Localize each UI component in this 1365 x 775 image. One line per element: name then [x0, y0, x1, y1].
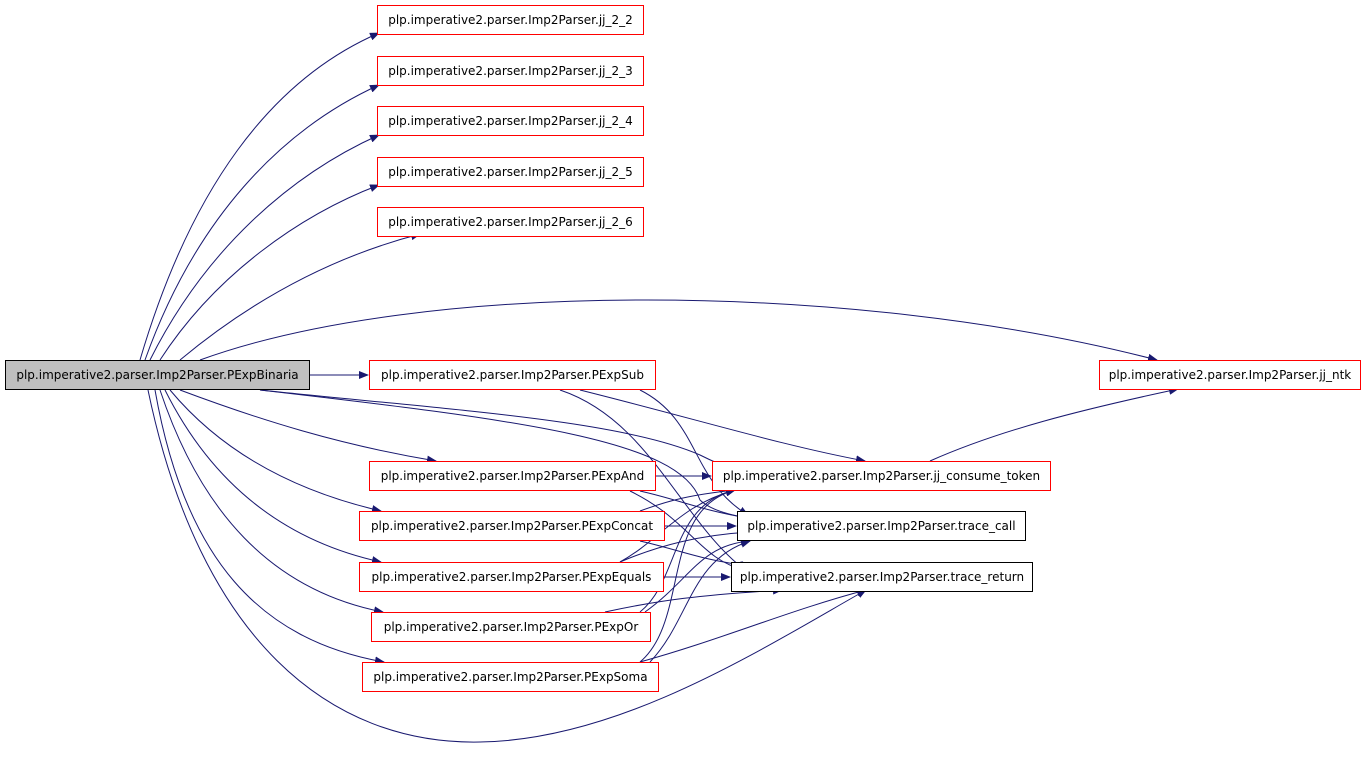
edge-root-or	[159, 389, 384, 615]
edge-root-treturn	[147, 389, 867, 743]
edge-root-soma	[154, 389, 385, 665]
edge-root-jj23	[144, 84, 380, 361]
edge-equals-tcall	[619, 528, 751, 563]
edge-root-jj26	[179, 232, 421, 361]
edge-root-and	[179, 389, 437, 464]
node-jj-2-2[interactable]: plp.imperative2.parser.Imp2Parser.jj_2_2	[377, 5, 644, 35]
edge-root-jj25	[159, 184, 380, 361]
edge-and-treturn	[629, 490, 746, 572]
edge-root-concat	[169, 389, 382, 513]
edge-or-tcall	[644, 537, 751, 613]
node-pexpconcat[interactable]: plp.imperative2.parser.Imp2Parser.PExpCo…	[359, 511, 665, 541]
node-jj-2-5[interactable]: plp.imperative2.parser.Imp2Parser.jj_2_5	[377, 157, 644, 187]
node-jj-2-3[interactable]: plp.imperative2.parser.Imp2Parser.jj_2_3	[377, 56, 644, 86]
edge-and-tcall	[639, 490, 749, 521]
node-trace-call[interactable]: plp.imperative2.parser.Imp2Parser.trace_…	[737, 511, 1026, 541]
edge-soma-treturn	[639, 588, 867, 663]
edge-root-jj22	[139, 32, 380, 361]
node-pexpsub[interactable]: plp.imperative2.parser.Imp2Parser.PExpSu…	[369, 360, 656, 390]
node-trace-return[interactable]: plp.imperative2.parser.Imp2Parser.trace_…	[731, 562, 1033, 592]
edge-root-tcall	[259, 389, 749, 521]
node-pexpequals[interactable]: plp.imperative2.parser.Imp2Parser.PExpEq…	[359, 562, 664, 592]
edge-or-consume	[639, 488, 736, 613]
node-pexpbinaria: plp.imperative2.parser.Imp2Parser.PExpBi…	[5, 360, 310, 390]
edge-root-ntk	[199, 299, 1158, 362]
edge-root-jj24	[149, 134, 380, 361]
edge-sub-treturn	[559, 389, 746, 571]
edge-root-equals	[164, 389, 382, 564]
edge-consume-ntk	[929, 386, 1179, 462]
node-pexpor[interactable]: plp.imperative2.parser.Imp2Parser.PExpOr	[371, 612, 651, 642]
node-pexpand[interactable]: plp.imperative2.parser.Imp2Parser.PExpAn…	[369, 461, 656, 491]
edge-sub-tcall	[639, 389, 749, 516]
node-jj-2-4[interactable]: plp.imperative2.parser.Imp2Parser.jj_2_4	[377, 106, 644, 136]
edge-soma-tcall	[649, 539, 751, 663]
node-jj-consume-token[interactable]: plp.imperative2.parser.Imp2Parser.jj_con…	[712, 461, 1051, 491]
edge-sub-consume	[579, 389, 866, 464]
edge-root-consume	[259, 389, 736, 471]
edge-or-treturn	[604, 586, 783, 613]
node-jj-2-6[interactable]: plp.imperative2.parser.Imp2Parser.jj_2_6	[377, 207, 644, 237]
edge-concat-consume	[639, 487, 736, 512]
edge-soma-consume	[639, 488, 736, 663]
node-pexpsoma[interactable]: plp.imperative2.parser.Imp2Parser.PExpSo…	[362, 662, 659, 692]
node-jj-ntk[interactable]: plp.imperative2.parser.Imp2Parser.jj_ntk	[1099, 360, 1361, 390]
